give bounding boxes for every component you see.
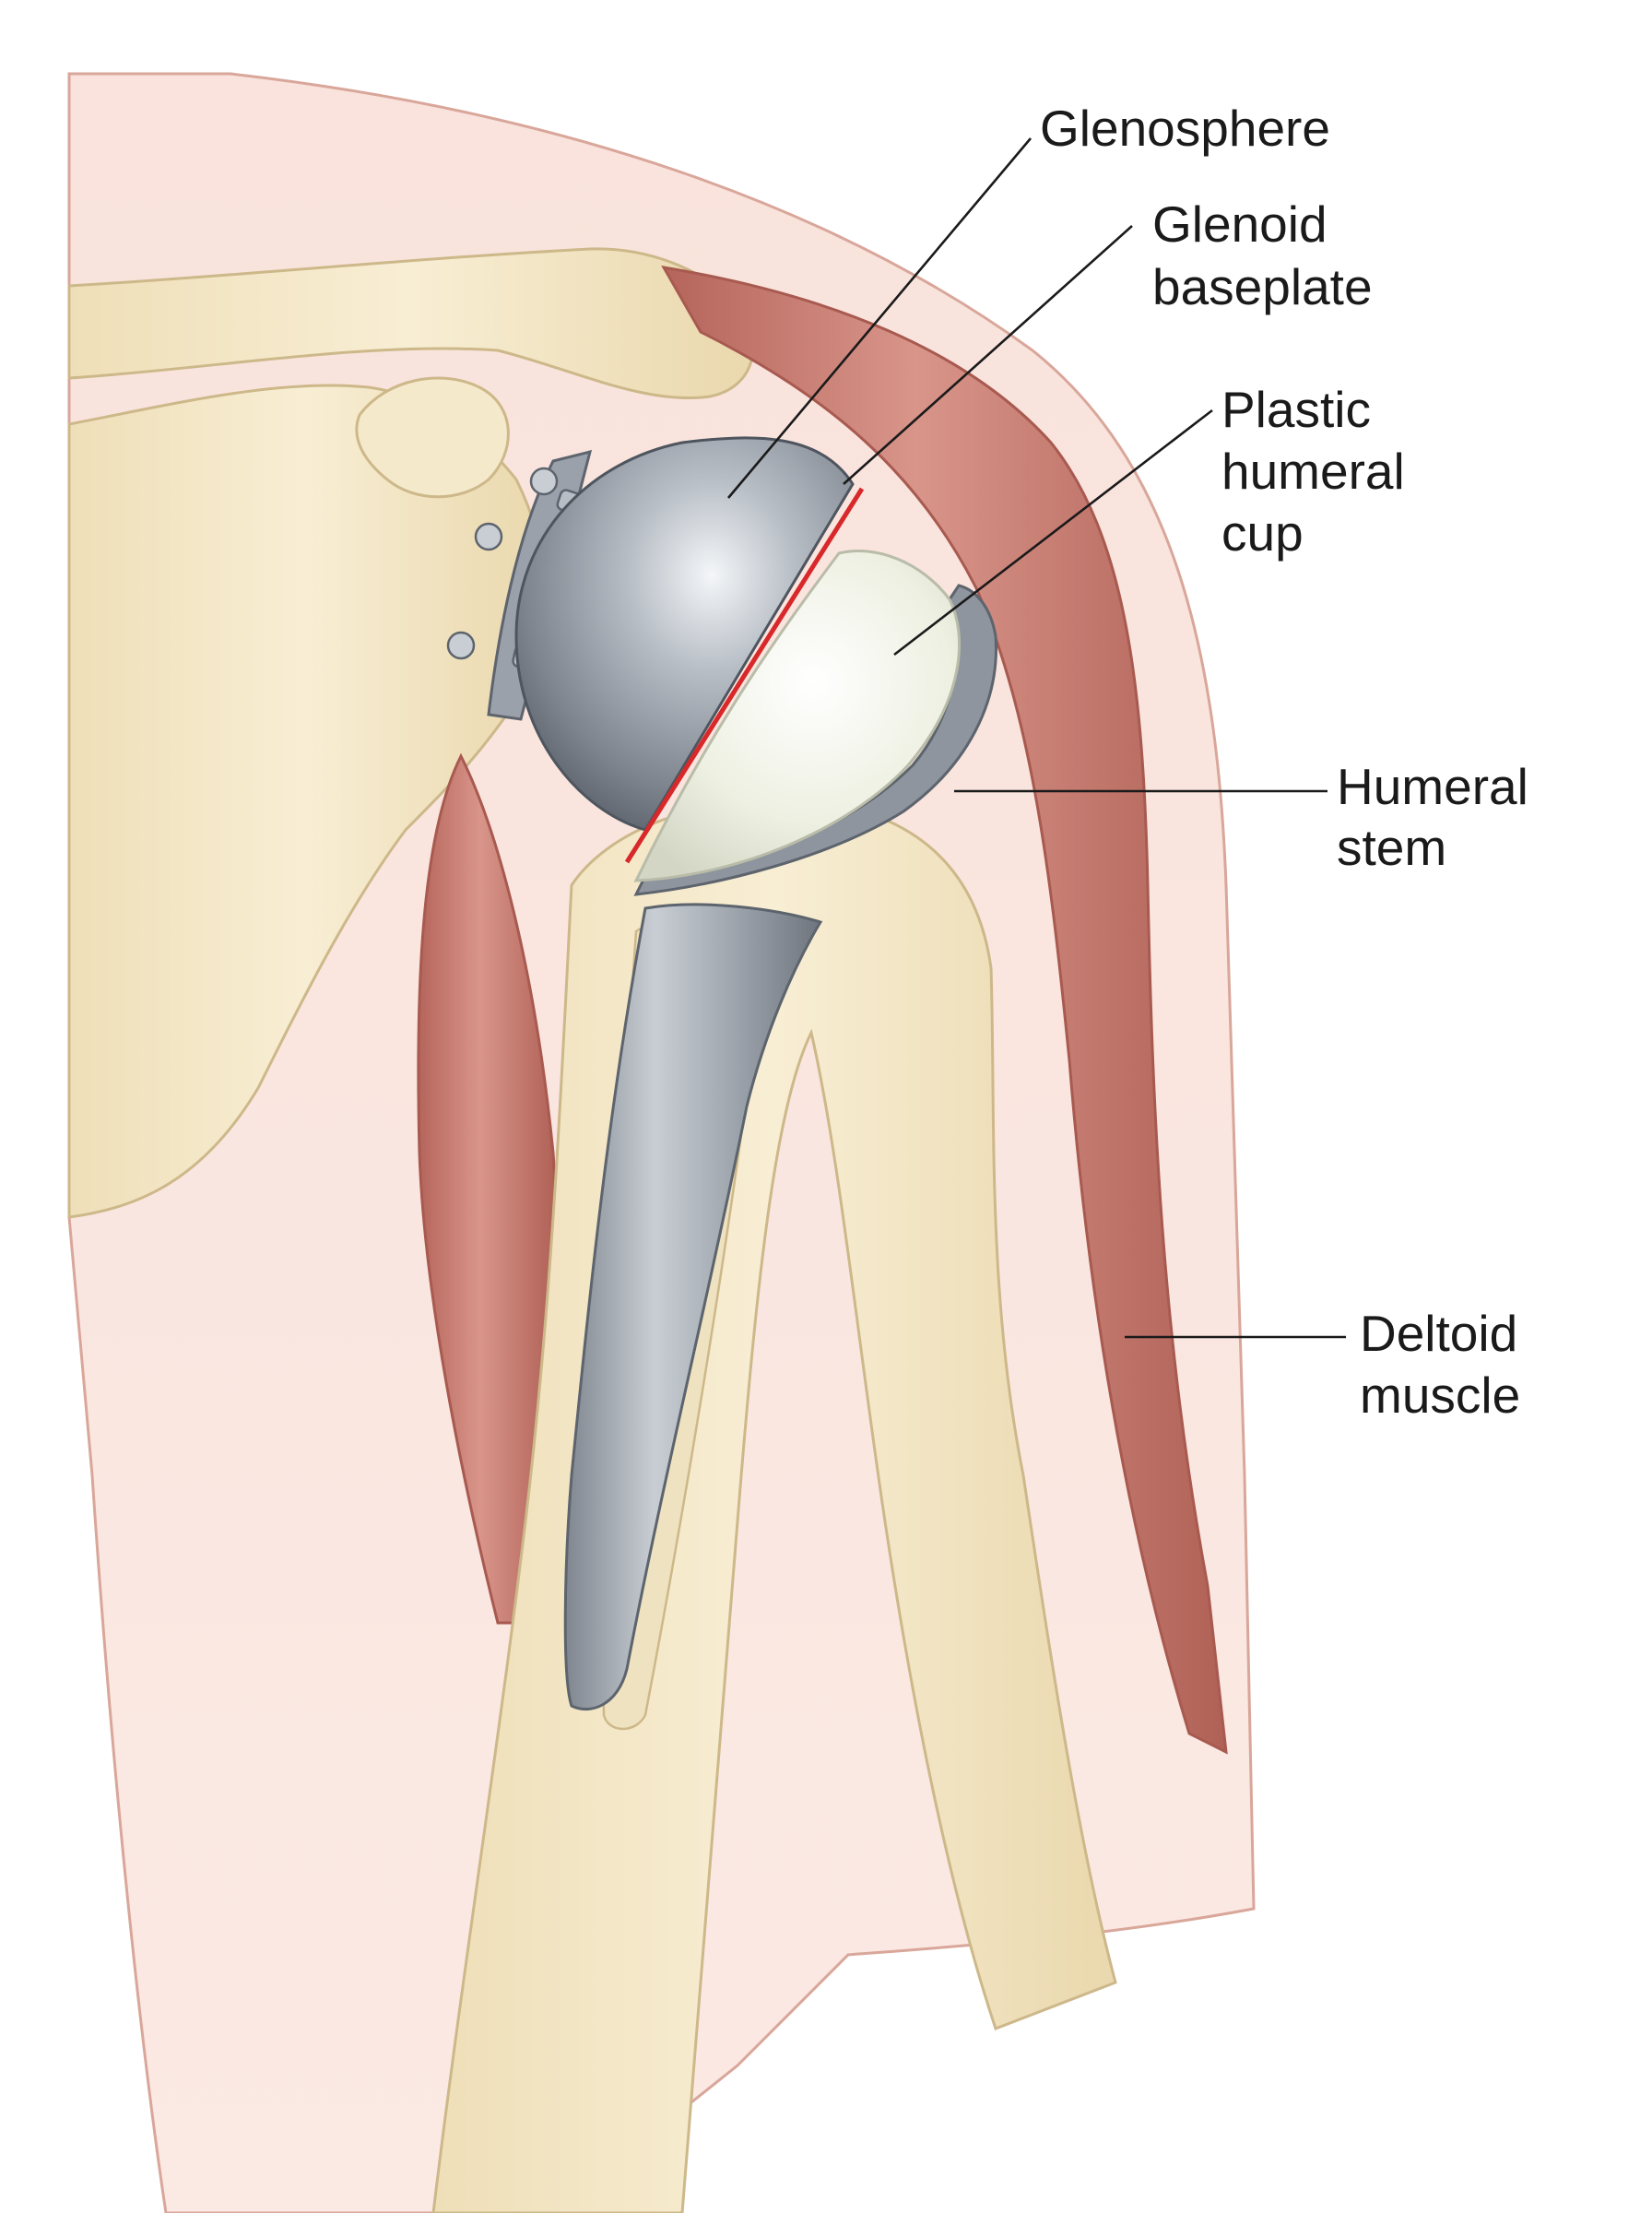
label-humeral-cup-2: humeral bbox=[1221, 443, 1405, 500]
plastic-cup-implant bbox=[633, 549, 962, 882]
interface-red-line bbox=[624, 487, 865, 864]
label-glenoid-baseplate-1: Glenoid bbox=[1152, 195, 1328, 253]
label-deltoid-2: muscle bbox=[1360, 1367, 1520, 1424]
leader-glenosphere bbox=[727, 137, 1032, 499]
acromion bbox=[355, 376, 510, 499]
leader-glenoid-baseplate bbox=[843, 225, 1133, 485]
glenosphere-implant bbox=[514, 436, 855, 832]
label-humeral-cup-1: Plastic bbox=[1221, 381, 1371, 438]
label-humeral-stem-2: stem bbox=[1337, 819, 1446, 876]
label-humeral-stem-1: Humeral bbox=[1337, 758, 1528, 815]
leader-lines bbox=[727, 137, 1346, 1339]
leader-humeral-cup bbox=[893, 408, 1213, 657]
clavicle bbox=[67, 247, 755, 400]
humerus bbox=[431, 799, 1117, 2213]
label-glenoid-baseplate-2: baseplate bbox=[1152, 258, 1373, 315]
humeral-stem-implant bbox=[563, 903, 823, 1711]
label-deltoid-1: Deltoid bbox=[1360, 1305, 1517, 1362]
label-humeral-cup-3: cup bbox=[1221, 504, 1304, 562]
label-glenosphere: Glenosphere bbox=[1040, 100, 1330, 157]
